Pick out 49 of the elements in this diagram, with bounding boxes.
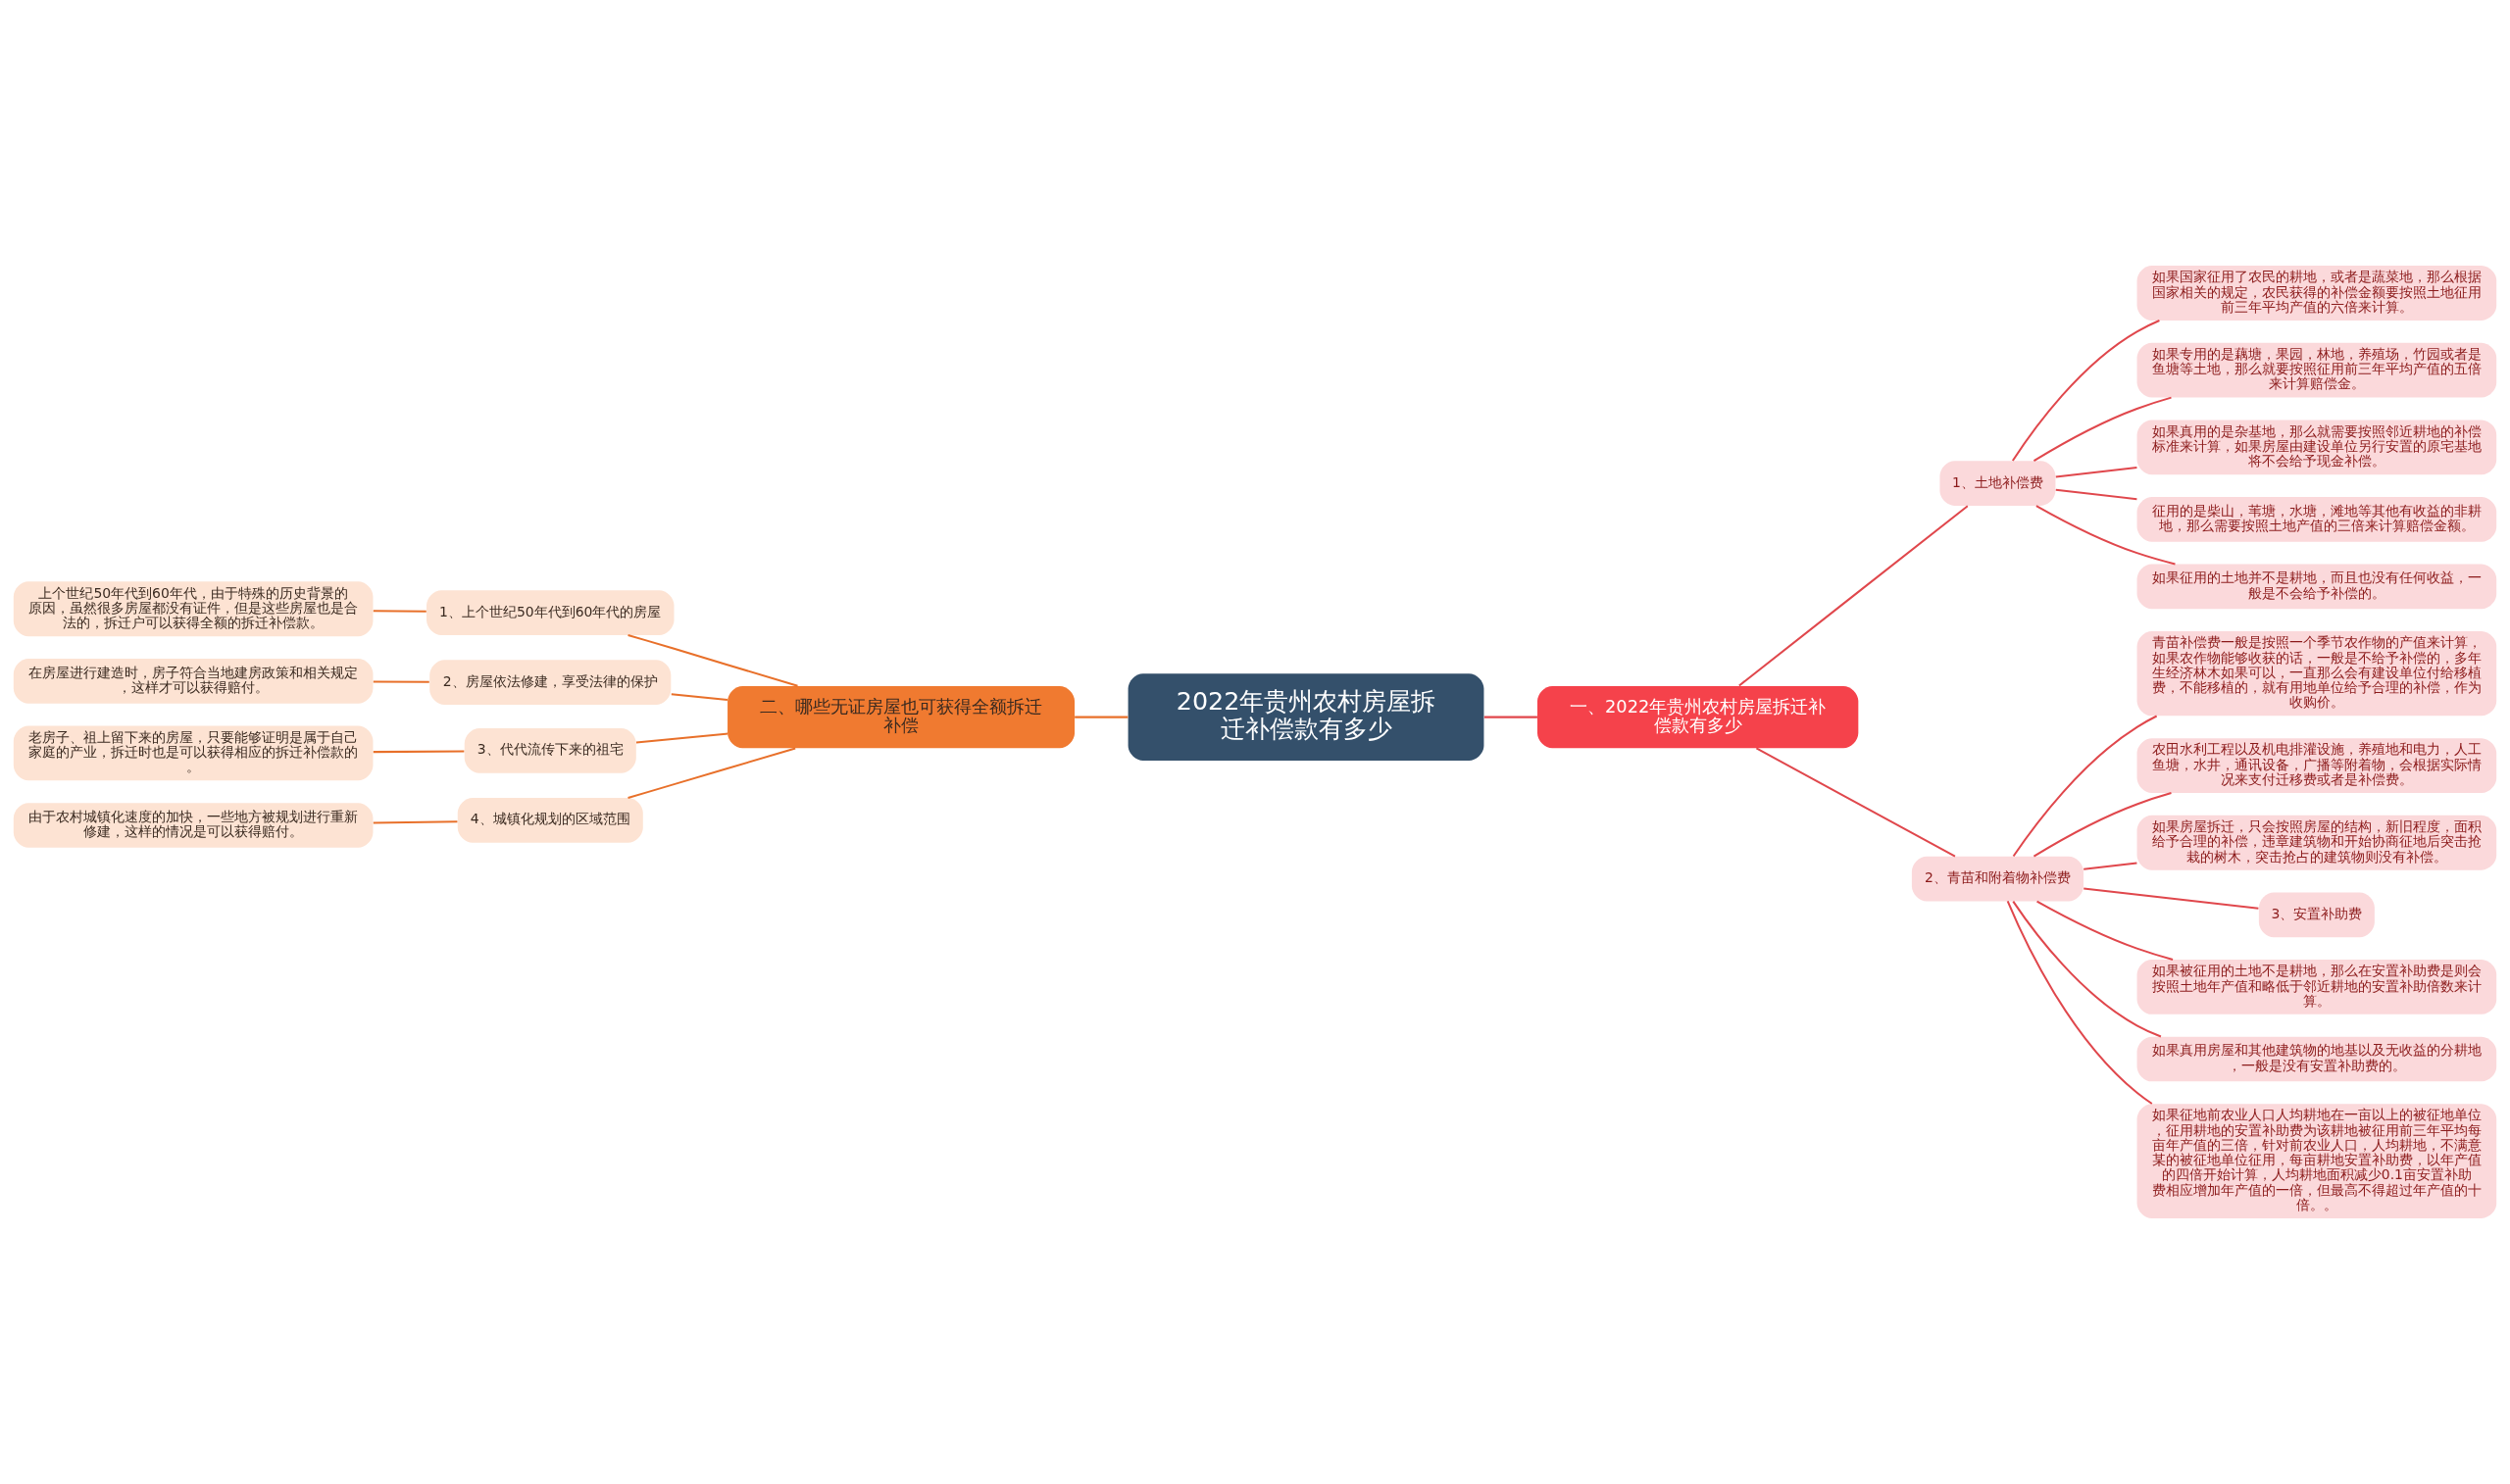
connector [671,693,728,702]
connector [2033,396,2172,462]
node-box: 如果真用的是杂基地，那么就需要按照邻近耕地的补偿标准来计算，如果房屋由建设单位另行安置的原宅基地将不会给予现金补偿。 [2136,420,2497,475]
node-box: 1、上个世纪50年代到60年代的房屋 [427,590,675,635]
connector [2012,901,2162,1038]
node-box: 2、房屋依法修建，享受法律的保护 [429,660,672,705]
node-box: 农田水利工程以及机电排灌设施，养殖地和电力，人工鱼塘，水井，通讯设备，广播等附着物，会根据实际情况来支付迁移费或者是补偿费。 [2136,738,2497,793]
node-box: 如果征地前农业人口人均耕地在一亩以上的被征地单位，征用耕地的安置补助费为该耕地被征用前三年平均每亩年产值的三倍，针对前农业人口，人均耕地，不满意某的被征地单位征用，每亩耕地安置补助费，以年产值的四倍开始计算，人均耕地面积减少0.1亩安置补助费相应增加年产值的一倍，但最高不得超过年产值的十倍。。 [2136,1104,2497,1218]
node-box: 1、土地补偿费 [1939,461,2056,506]
connector [1738,505,1969,687]
node-box: 3、安置补助费 [2258,892,2375,938]
node-box: 由于农村城镇化速度的加快，一些地方被规划进行重新修建，这样的情况是可以获得赔付。 [13,803,374,848]
connector [2083,862,2137,870]
node-box: 如果专用的是藕塘，果园，林地，养殖场，竹园或者是鱼塘等土地，那么就要按照征用前三年平均产值的五倍来计算赔偿金。 [2136,342,2497,398]
node-box: 如果房屋拆迁，只会按照房屋的结构，新旧程度，面积给予合理的补偿，违章建筑物和开始协商征地后突击抢栽的树木，突击抢占的建筑物则没有补偿。 [2136,815,2497,870]
node-box: 如果真用房屋和其他建筑物的地基以及无收益的分耕地，一般是没有安置补助费的。 [2136,1036,2497,1082]
node-box: 2、青苗和附着物补偿费 [1911,856,2083,902]
connector [2012,715,2158,858]
node-box: 二、哪些无证房屋也可获得全额拆迁补偿 [728,685,1076,749]
node-box: 上个世纪50年代到60年代，由于特殊的历史背景的原因，虽然很多房屋都没有证件，但是这些房屋也是合法的，拆迁户可以获得全额的拆迁补偿款。 [13,581,374,637]
node-box: 青苗补偿费一般是按照一个季节农作物的产值来计算，如果农作物能够收获的话，一般是不给予补偿的，多年生经济林木如果可以，一直那么会有建设单位付给移植费，不能移植的，就有用地单位给予合理的补偿，作为收购价。 [2136,631,2497,717]
connector [635,732,728,744]
connector [2036,900,2174,961]
connector [2012,320,2160,462]
connector [2006,901,2153,1105]
connector [1755,747,1956,858]
node-box: 征用的是柴山，苇塘，水塘，滩地等其他有收益的非耕地，那么需要按照土地产值的三倍来计算赔偿金额。 [2136,497,2497,542]
connector [1075,716,1129,718]
node-box: 一、2022年贵州农村房屋拆迁补偿款有多少 [1537,685,1859,749]
connector [373,610,427,613]
connector [628,747,796,799]
connector [2055,467,2137,478]
connector [2035,505,2176,566]
node-box: 如果被征用的土地不是耕地，那么在安置补助费是则会按照土地年产值和略低于邻近耕地的安置补助倍数来计算。 [2136,960,2497,1014]
connector [1483,716,1537,718]
node-box: 3、代代流传下来的祖宅 [464,728,636,773]
connector [2055,488,2137,501]
connector [628,633,798,687]
node-box: 如果征用的土地并不是耕地，而且也没有任何收益，一般是不会给予补偿的。 [2136,564,2497,610]
node-box: 老房子、祖上留下来的房屋，只要能够证明是属于自己家庭的产业，拆迁时也是可以获得相应的拆迁补偿款的。 [13,725,374,781]
connector [2083,887,2259,910]
node-box: 4、城镇化规划的区域范围 [457,798,643,843]
connector [373,820,458,824]
node-box: 在房屋进行建造时，房子符合当地建房政策和相关规定，这样才可以获得赔付。 [13,659,374,704]
connector [373,750,465,754]
connector [373,680,429,683]
node-box: 2022年贵州农村房屋拆迁补偿款有多少 [1128,673,1484,762]
node-box: 如果国家征用了农民的耕地，或者是蔬菜地，那么根据国家相关的规定，农民获得的补偿金额要按照土地征用前三年平均产值的六倍来计算。 [2136,266,2497,321]
connector [2033,792,2172,858]
